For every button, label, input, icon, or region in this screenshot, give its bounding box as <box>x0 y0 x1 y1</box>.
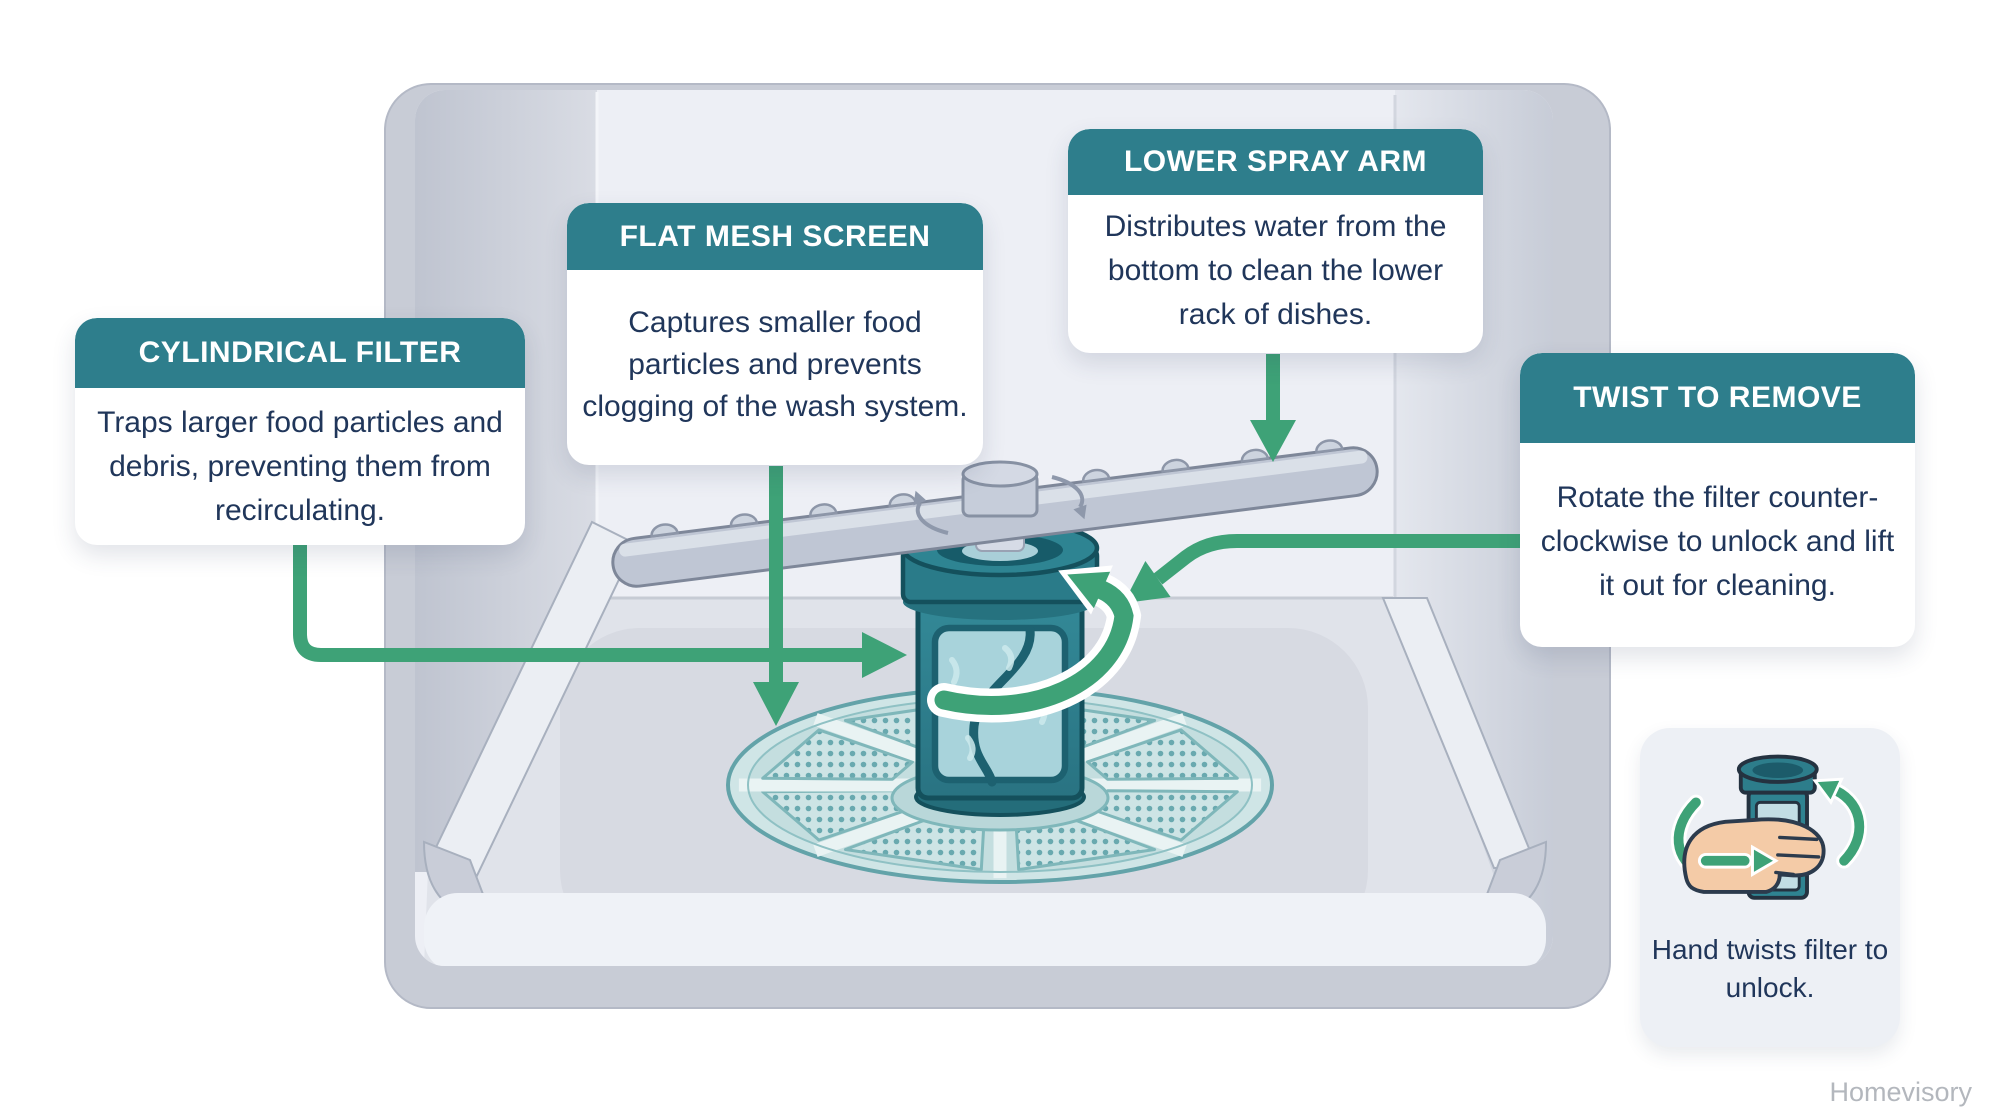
hand-twist-card: Hand twists filter to unlock. <box>1640 728 1900 1047</box>
callout-cylindrical-filter-title: CYLINDRICAL FILTER <box>75 318 525 388</box>
rotation-arrow <box>927 565 1142 723</box>
arrow-cylindrical-filter <box>293 545 862 662</box>
callout-lower-spray-arm: LOWER SPRAY ARM Distributes water from t… <box>1068 129 1483 353</box>
callout-arrowheads <box>753 420 1296 726</box>
front-sill <box>424 893 1546 966</box>
watermark: Homevisory <box>1829 1077 1972 1107</box>
hub-rotation-arrows <box>913 475 1087 535</box>
callout-flat-mesh-screen-body: Captures smaller food particles and prev… <box>582 305 968 423</box>
cylindrical-filter-graphic <box>900 518 1100 817</box>
callout-cylindrical-filter: CYLINDRICAL FILTER Traps larger food par… <box>75 318 525 545</box>
callout-lower-spray-arm-title: LOWER SPRAY ARM <box>1068 129 1483 195</box>
arrow-twist-to-remove <box>1153 534 1520 585</box>
spray-arm-hub <box>961 460 1039 518</box>
hand-twist-caption: Hand twists filter to unlock. <box>1651 934 1889 1003</box>
callout-twist-to-remove-title: TWIST TO REMOVE <box>1520 353 1915 443</box>
callout-arrows <box>293 354 1520 684</box>
spray-nozzles <box>650 439 1344 538</box>
callout-cylindrical-filter-body: Traps larger food particles and debris, … <box>97 405 503 527</box>
callout-twist-to-remove-body: Rotate the filter counter-clockwise to u… <box>1540 481 1895 602</box>
hand-twist-filter-icon <box>1670 754 1867 900</box>
callout-twist-to-remove: TWIST TO REMOVE Rotate the filter counte… <box>1520 353 1915 647</box>
callout-flat-mesh-screen-title: FLAT MESH SCREEN <box>567 203 983 270</box>
callout-flat-mesh-screen: FLAT MESH SCREEN Captures smaller food p… <box>567 203 983 465</box>
callout-lower-spray-arm-body: Distributes water from the bottom to cle… <box>1104 210 1447 331</box>
